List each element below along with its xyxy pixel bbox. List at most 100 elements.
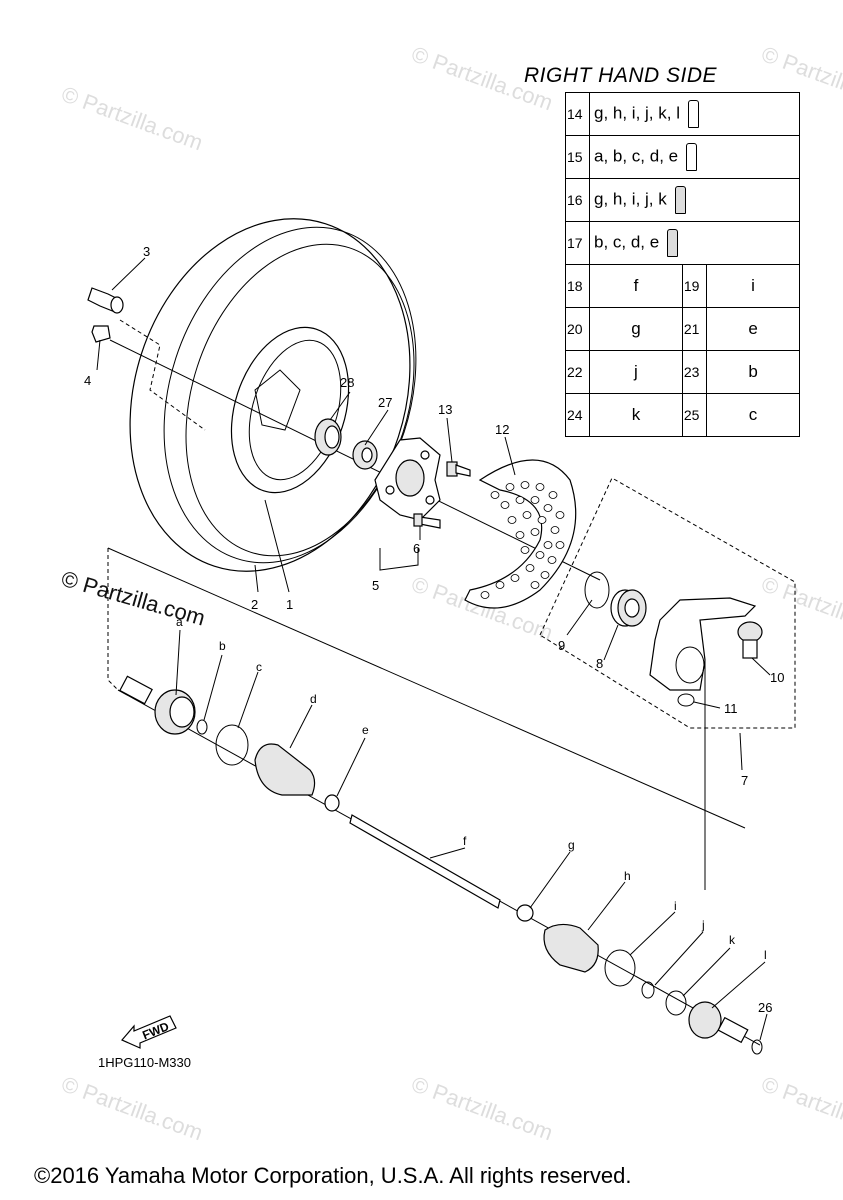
leader	[504, 436, 516, 476]
leader	[693, 701, 721, 709]
driveshaft-group-top-line	[107, 547, 746, 829]
valve-end	[110, 296, 124, 314]
callout-2[interactable]: 2	[251, 597, 258, 612]
callout-5[interactable]: 5	[372, 578, 379, 593]
disc-hole	[505, 483, 515, 491]
legend-row: 15 a, b, c, d, e	[565, 135, 800, 179]
legend-row: 18 f 19 i	[565, 264, 800, 308]
callout-28[interactable]: 28	[340, 375, 354, 390]
legend-letters: a, b, c, d, e	[594, 146, 679, 166]
leader	[654, 931, 704, 986]
knuckle-body	[649, 597, 757, 691]
leader	[289, 704, 313, 749]
wheel-hub	[374, 437, 441, 521]
rim-spokes	[254, 369, 301, 431]
letter-j[interactable]: j	[701, 918, 705, 932]
hub-bolt	[413, 513, 441, 529]
hub-stud-hole	[420, 450, 430, 460]
callout-3[interactable]: 3	[143, 244, 150, 259]
legend-letter: e	[706, 307, 800, 351]
legend-cell: b, c, d, e	[589, 221, 800, 265]
boot-band-i	[604, 949, 636, 987]
letter-h[interactable]: h	[624, 869, 631, 883]
disc-hole	[495, 581, 505, 589]
letter-l[interactable]: l	[764, 948, 767, 962]
disc-hole	[507, 516, 517, 524]
legend-row: 16 g, h, i, j, k	[565, 178, 800, 222]
callout-27[interactable]: 27	[378, 395, 392, 410]
cv-splined-stub	[119, 675, 153, 705]
letter-c[interactable]: c	[256, 660, 262, 674]
callout-26[interactable]: 26	[758, 1000, 772, 1015]
letter-e[interactable]: e	[362, 723, 369, 737]
legend-letters: b, c, d, e	[594, 232, 660, 252]
disc-holes	[480, 481, 565, 599]
legend-ref-number: 17	[565, 221, 590, 265]
valve-cap	[91, 325, 111, 343]
grease-tube-icon	[687, 100, 699, 128]
callout-13[interactable]: 13	[438, 402, 452, 417]
boot-band-e	[324, 794, 340, 812]
leader	[629, 911, 676, 956]
legend-cell: g, h, i, j, k, l	[589, 92, 800, 136]
letter-a[interactable]: a	[176, 615, 183, 629]
disc-hole	[550, 526, 560, 534]
leader	[237, 671, 259, 729]
callout-8[interactable]: 8	[596, 656, 603, 671]
grease-tube-icon	[667, 229, 679, 257]
drive-shaft	[349, 814, 501, 909]
fwd-arrow-shape	[121, 1015, 177, 1049]
leader	[111, 257, 146, 291]
leader	[429, 847, 466, 859]
legend-ref-number: 16	[565, 178, 590, 222]
legend-row: 14 g, h, i, j, k, l	[565, 92, 800, 136]
callout-10[interactable]: 10	[770, 670, 784, 685]
legend-letters: g, h, i, j, k	[594, 189, 667, 209]
callout-7[interactable]: 7	[741, 773, 748, 788]
callout-12[interactable]: 12	[495, 422, 509, 437]
inner-cv-stub	[717, 1016, 749, 1044]
leader	[587, 881, 626, 931]
circlip-j	[641, 981, 655, 999]
legend-ref-number: 23	[681, 350, 708, 394]
legend-letter: f	[589, 264, 683, 308]
grease-tube-icon	[674, 186, 686, 214]
letter-b[interactable]: b	[219, 639, 226, 653]
letter-i[interactable]: i	[674, 899, 677, 913]
leader	[529, 851, 571, 909]
legend-letter: i	[706, 264, 800, 308]
castle-nut	[352, 440, 378, 470]
knuckle-circlip	[677, 693, 695, 707]
letter-f[interactable]: f	[463, 834, 467, 848]
letter-d[interactable]: d	[310, 692, 317, 706]
part-callouts: 3 4 28 27 13 12 6 5 2 1 9 8 10 11 7 26	[84, 244, 784, 1015]
legend-row: 24 k 25 c	[565, 393, 800, 437]
steering-knuckle	[649, 597, 757, 691]
disc-hole	[522, 511, 532, 519]
letter-g[interactable]: g	[568, 838, 575, 852]
cv-boot-d	[254, 743, 316, 796]
callout-1[interactable]: 1	[286, 597, 293, 612]
lubrication-legend-table: 14 g, h, i, j, k, l 15 a, b, c, d, e 16 …	[565, 92, 800, 437]
driveshaft-group-bracket	[107, 548, 119, 691]
callout-9[interactable]: 9	[558, 638, 565, 653]
watermark-text: © Partzilla.com	[408, 1071, 556, 1145]
disc-hole	[530, 496, 540, 504]
callout-11[interactable]: 11	[724, 701, 738, 716]
circlip-b	[196, 719, 208, 735]
leader	[739, 732, 743, 771]
callout-4[interactable]: 4	[84, 373, 91, 388]
leader	[264, 499, 290, 593]
disc-hole	[547, 556, 557, 564]
callout-6[interactable]: 6	[413, 541, 420, 556]
nut-hole	[324, 425, 340, 449]
legend-row: 17 b, c, d, e	[565, 221, 800, 265]
legend-cell: g, h, i, j, k	[589, 178, 800, 222]
legend-letter: b	[706, 350, 800, 394]
tire-sidewall	[185, 243, 415, 557]
letter-k[interactable]: k	[729, 933, 736, 947]
leader	[759, 1013, 768, 1041]
brake-disc-body	[464, 459, 577, 609]
